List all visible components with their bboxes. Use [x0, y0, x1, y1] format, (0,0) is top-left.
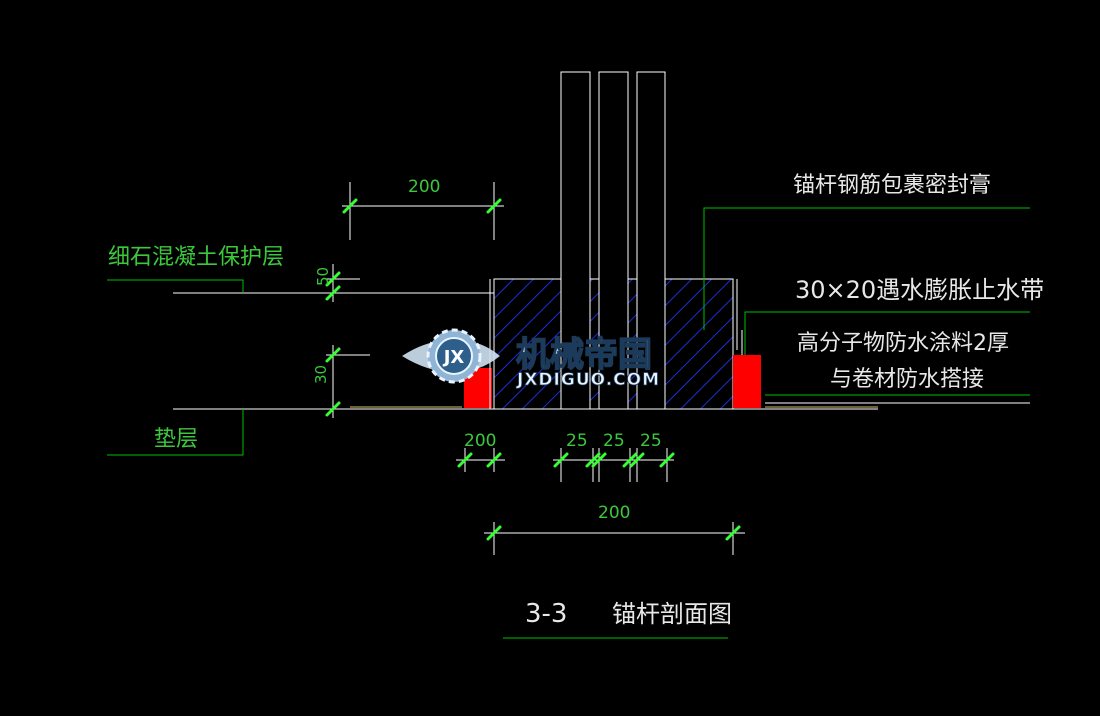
dim-bar-spacing-3: 25	[640, 431, 662, 451]
label-anchor-bar-sealant: 锚杆钢筋包裹密封膏	[793, 173, 991, 198]
brand-cn: 机械帝国	[516, 335, 652, 375]
leader-lines	[107, 207, 1030, 639]
label-waterstop-strip: 30×20遇水膨胀止水带	[795, 276, 1044, 304]
dim-bottom-left: 200	[464, 431, 496, 451]
dim-bottom-total: 200	[598, 503, 630, 523]
title-number: 3-3	[525, 599, 567, 629]
dim-layer-thickness: 30	[312, 365, 330, 384]
label-fine-stone-concrete: 细石混凝土保护层	[108, 245, 284, 270]
dimension-labels: 200 50 30 200 25 25 25 200	[312, 177, 662, 523]
dimension-ticks	[325, 198, 741, 541]
waterstop-right	[733, 355, 761, 408]
label-polymer-coating-2: 与卷材防水搭接	[830, 367, 984, 392]
brand-url: JXDIGUO.COM	[516, 370, 660, 390]
anchor-bar-1	[560, 71, 591, 410]
anchor-bar-3	[636, 71, 666, 410]
anchor-bar-2	[598, 71, 629, 410]
label-polymer-coating-1: 高分子物防水涂料2厚	[797, 331, 1009, 356]
dim-top-width: 200	[408, 177, 440, 197]
layer-lines	[173, 279, 1030, 410]
watermark-logo: JX 机械帝国 JXDIGUO.COM	[402, 328, 660, 390]
anchor-bars	[560, 71, 666, 410]
label-cushion-layer: 垫层	[154, 427, 198, 452]
dim-bar-spacing-1: 25	[566, 431, 588, 451]
dim-protect-thickness: 50	[314, 267, 332, 286]
title-name: 锚杆剖面图	[612, 600, 732, 628]
dim-bar-spacing-2: 25	[603, 431, 625, 451]
annotation-labels: 锚杆钢筋包裹密封膏 细石混凝土保护层 30×20遇水膨胀止水带 高分子物防水涂料…	[108, 173, 1044, 452]
drawing-title: 3-3 锚杆剖面图	[525, 599, 732, 629]
emblem-letters: JX	[442, 347, 465, 368]
